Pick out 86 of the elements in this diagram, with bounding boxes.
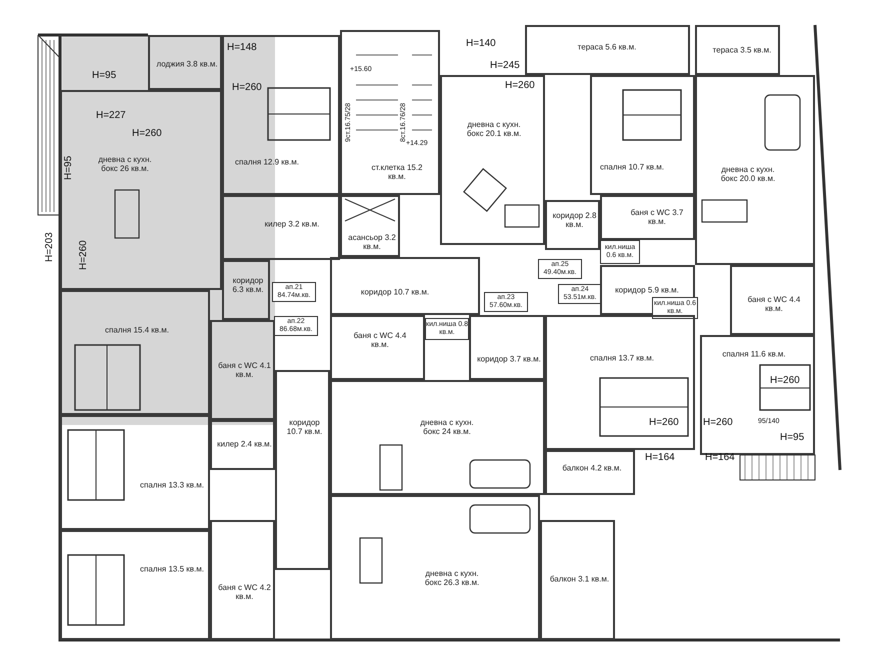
- room-outline: [600, 195, 695, 240]
- dimension-label: H=164: [705, 452, 735, 463]
- room-label: спалня 13.7 кв.м.: [589, 354, 655, 362]
- dimension-label: H=260: [78, 240, 89, 270]
- room-outline: [330, 257, 480, 315]
- room-outline: [330, 315, 425, 380]
- room-label: дневна с кухн. бокс 26 кв.м.: [97, 155, 153, 173]
- room-outline: [525, 25, 690, 75]
- room-label: коридор 5.9 кв.м.: [614, 286, 680, 294]
- room-outline: [210, 320, 275, 420]
- room-outline: [222, 35, 340, 195]
- area-tag: [484, 292, 528, 312]
- room-label: дневна с кухн. бокс 26.3 кв.м.: [424, 569, 480, 587]
- room-label: тераса 5.6 кв.м.: [576, 42, 638, 52]
- dimension-label: H=95: [92, 70, 116, 81]
- dimension-label: H=203: [44, 232, 55, 262]
- room-outline: [210, 420, 275, 470]
- room-outline: [330, 380, 545, 495]
- dimension-label: H=148: [227, 42, 257, 53]
- dimension-label: H=260: [649, 417, 679, 428]
- room-outline: [730, 265, 815, 335]
- room-outline: [545, 315, 695, 450]
- dimension-label: H=260: [770, 375, 800, 386]
- area-tag: [600, 240, 640, 264]
- room-label: баня с WC 3.7 кв.м.: [630, 208, 684, 226]
- dimension-label: H=95: [780, 432, 804, 443]
- room-label: дневна с кухн. бокс 24 кв.м.: [419, 418, 475, 436]
- room-label: килер 3.2 кв.м.: [264, 220, 320, 228]
- room-label: спалня 13.3 кв.м.: [139, 480, 205, 490]
- dimension-label: H=260: [505, 80, 535, 91]
- room-outline: [545, 450, 635, 495]
- room-label: балкон 3.1 кв.м.: [548, 574, 610, 584]
- room-outline: [590, 75, 695, 195]
- room-outline: [275, 370, 330, 570]
- room-label: баня с WC 4.1 кв.м.: [217, 361, 272, 379]
- room-label: спалня 11.6 кв.м.: [721, 350, 787, 358]
- room-outline: [340, 30, 440, 195]
- dimension-label: H=95: [63, 156, 74, 180]
- room-label: спалня 15.4 кв.м.: [104, 326, 170, 334]
- room-outline: [440, 75, 545, 245]
- room-outline: [60, 415, 210, 530]
- room-label: спалня 13.5 кв.м.: [139, 564, 205, 574]
- area-tag: [558, 284, 602, 304]
- room-outline: [222, 260, 270, 320]
- area-tag: [274, 316, 318, 336]
- room-outline: [540, 520, 615, 640]
- dimension-label: H=140: [466, 38, 496, 49]
- area-tag: [538, 259, 582, 279]
- room-outline: [222, 195, 340, 260]
- room-outline: [148, 35, 222, 90]
- dimension-label: H=227: [96, 110, 126, 121]
- room-label: балкон 4.2 кв.м.: [561, 464, 623, 472]
- room-outline: [340, 195, 400, 257]
- room-label: асансьор 3.2 кв.м.: [347, 233, 397, 251]
- room-label: коридор 2.8 кв.м.: [552, 211, 597, 229]
- dimension-label: H=164: [645, 452, 675, 463]
- room-label: лоджия 3.8 кв.м.: [155, 60, 219, 68]
- room-label: баня с WC 4.2 кв.м.: [217, 583, 272, 601]
- room-label: коридор 10.7 кв.м.: [286, 418, 324, 436]
- room-label: тераса 3.5 кв.м.: [712, 46, 772, 54]
- room-label: дневна с кухн. бокс 20.0 кв.м.: [720, 165, 776, 183]
- area-tag: [272, 282, 316, 302]
- room-label: килер 2.4 кв.м.: [217, 440, 272, 448]
- dimension-label: H=260: [132, 128, 162, 139]
- room-label: спалня 12.9 кв.м.: [234, 158, 300, 166]
- room-outline: [60, 90, 222, 290]
- room-outline: [469, 315, 545, 380]
- room-outline: [60, 530, 210, 640]
- room-outline: [695, 25, 780, 75]
- room-outline: [700, 335, 815, 455]
- room-label: дневна с кухн. бокс 20.1 кв.м.: [466, 120, 522, 138]
- room-label: коридор 10.7 кв.м.: [360, 288, 430, 296]
- room-label: спалня 10.7 кв.м.: [599, 162, 665, 172]
- dimension-label: H=245: [490, 60, 520, 71]
- room-label: коридор 3.7 кв.м.: [476, 354, 542, 364]
- room-outline: [210, 520, 275, 640]
- room-label: ст.клетка 15.2 кв.м.: [370, 163, 424, 181]
- room-label: коридор 6.3 кв.м.: [231, 276, 265, 294]
- room-label: баня с WC 4.4 кв.м.: [746, 295, 802, 313]
- room-outline: [695, 75, 815, 265]
- dimension-label: H=260: [232, 82, 262, 93]
- room-label: баня с WC 4.4 кв.м.: [352, 331, 408, 349]
- room-outline: [60, 290, 210, 415]
- room-outline: [330, 495, 540, 640]
- room-outline: [545, 200, 600, 250]
- dimension-label: H=260: [703, 417, 733, 428]
